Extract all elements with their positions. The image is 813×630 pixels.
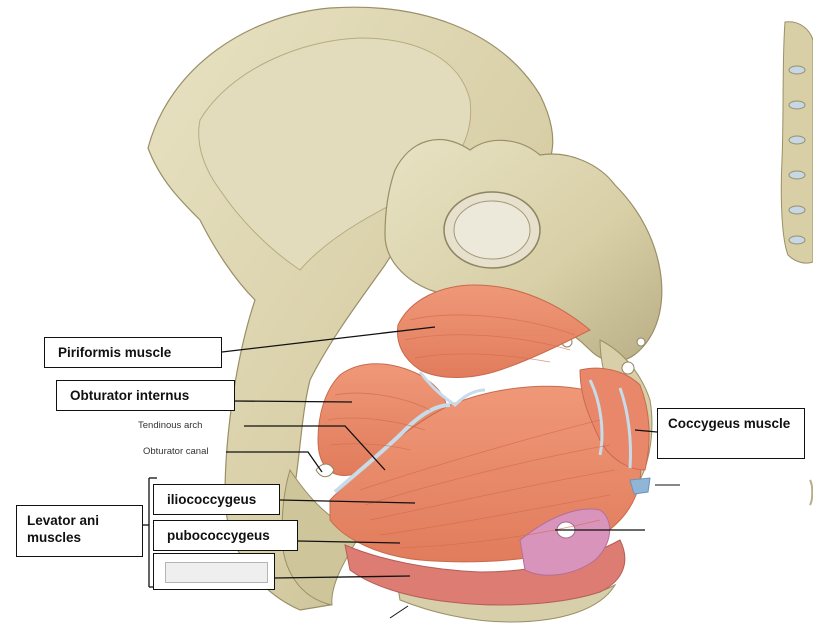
label-tendinous-arch: Tendinous arch	[138, 420, 202, 431]
obturator-canal	[316, 464, 334, 477]
label-obturator-canal: Obturator canal	[143, 446, 208, 457]
sacral-foramen	[622, 362, 634, 374]
label-pubococcygeus: pubococcygeus	[153, 520, 298, 551]
label-coccygeus-muscle: Coccygeus muscle	[657, 408, 805, 459]
blank-answer-field[interactable]	[165, 562, 268, 583]
label-levator-ani-muscles: Levator ani muscles	[16, 505, 143, 557]
sacral-foramen	[637, 338, 645, 346]
label-obturator-internus: Obturator internus	[56, 380, 235, 411]
label-piriformis-muscle: Piriformis muscle	[44, 337, 222, 368]
label-iliococcygeus: iliococcygeus	[153, 484, 280, 515]
blank-answer-box[interactable]	[153, 553, 275, 590]
